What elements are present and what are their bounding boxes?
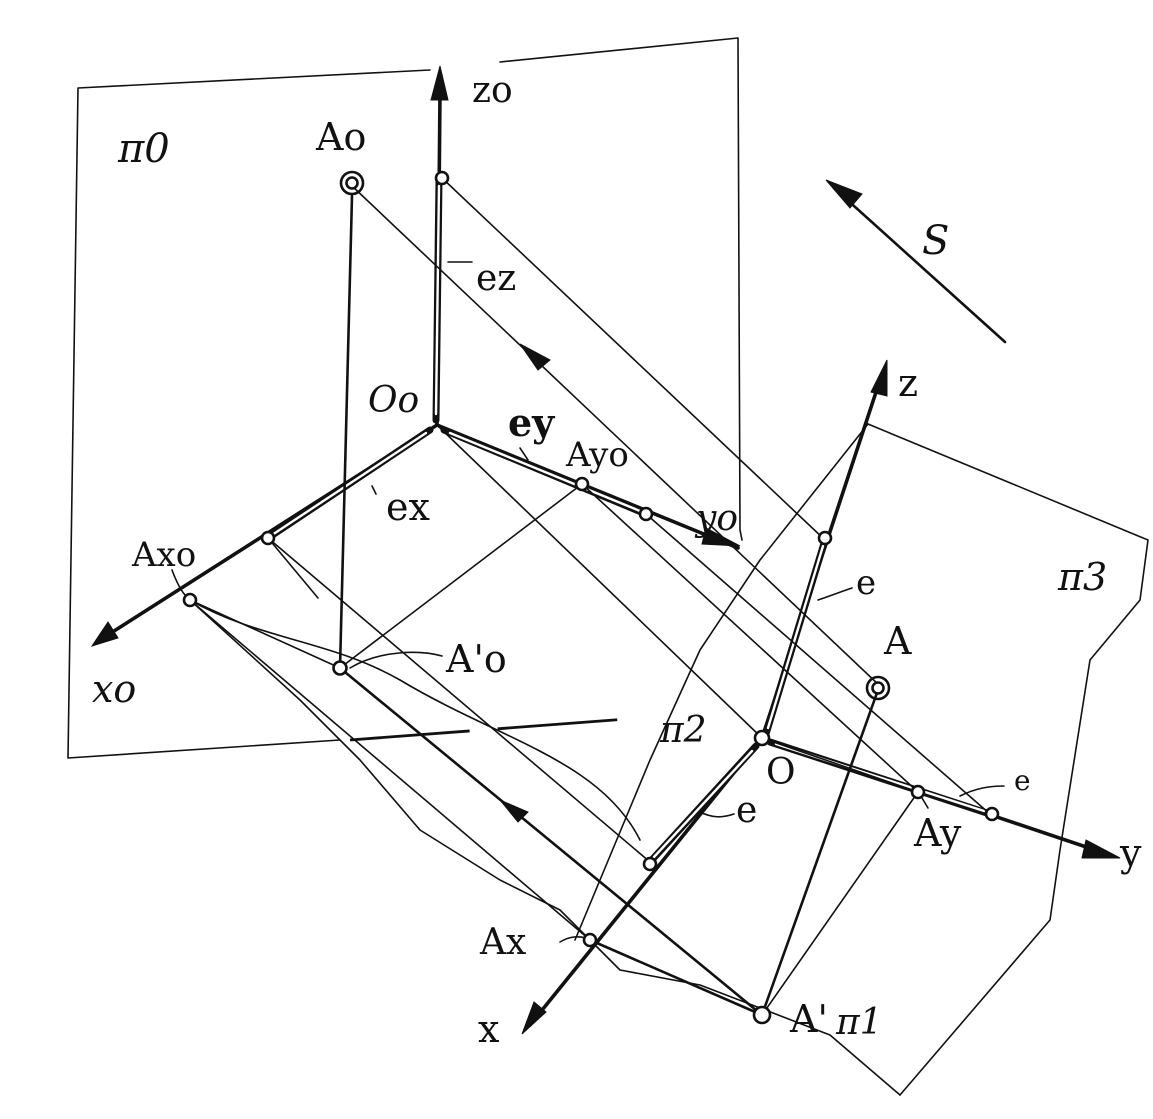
label-A: A [883, 619, 912, 663]
label-A'o: A'o [445, 637, 507, 681]
label-y: y [1119, 831, 1142, 875]
leader-e-origin [699, 811, 735, 818]
trace-line-dashed [349, 716, 641, 742]
leader-ey [519, 447, 529, 461]
point-A'o [332, 660, 348, 676]
ray-Axo-to-Ax [189, 599, 591, 941]
point-Ao-outer [339, 170, 365, 196]
ray-Ao-to-A [351, 185, 881, 687]
point-zo-unit [434, 170, 450, 186]
line-A-to-A' [760, 688, 880, 1017]
axis-xo-arrowhead [90, 621, 119, 647]
label-Ax: Ax [479, 922, 526, 963]
label-Ao: Ao [315, 115, 366, 159]
label-z: z [898, 361, 918, 405]
unit-segment-ey-inner [448, 431, 642, 513]
label-xo: xo [92, 667, 136, 711]
plane-pi0-border [67, 37, 743, 759]
ray-xo-to-x [267, 537, 651, 863]
point-Ay [910, 784, 926, 800]
plane-pi3-border [867, 423, 1149, 1096]
point-x-unit [642, 856, 658, 872]
ray-Ayo-to-Ay [581, 483, 919, 793]
leader-ex [371, 485, 377, 495]
pi2-trace-line [574, 423, 869, 941]
point-Ax [582, 932, 598, 948]
line-Ax-to-A' [588, 938, 764, 1017]
unit-segment-ex-primary-inner [652, 749, 754, 859]
plane-fold-curve [189, 599, 641, 841]
point-O [753, 729, 771, 747]
point-A-outer [865, 675, 891, 701]
label-Axo: Axo [131, 535, 196, 575]
label-ey: ey [508, 400, 555, 445]
leader-e-yaxis [959, 785, 1005, 797]
ray-zo-to-z [441, 177, 826, 541]
point-Ao [345, 176, 359, 190]
label-pi0: π0 [117, 126, 170, 172]
point-A' [752, 1005, 772, 1025]
label-A': A' [789, 997, 828, 1041]
label-Ayo: Ayo [565, 435, 629, 475]
line-O-to-Ay-guide [761, 737, 919, 793]
axis-x-arrowhead [521, 1001, 547, 1035]
label-ex: ex [386, 485, 430, 529]
point-y-unit [984, 806, 1000, 822]
leader-A'o [349, 651, 443, 669]
point-A [871, 681, 885, 695]
label-O: O [766, 752, 796, 793]
leader-Ax [559, 936, 587, 943]
label-pi1: π1 [835, 1002, 883, 1043]
leader-e-zaxis [817, 587, 853, 601]
point-xo-unit [260, 530, 276, 546]
ray-Oo-to-O [436, 424, 763, 739]
axis-zo-arrowhead [430, 65, 449, 101]
label-pi3: π3 [1057, 555, 1107, 599]
ray-arrow-mid [519, 343, 551, 371]
line-A'o-to-Axo [189, 599, 341, 669]
label-Oo: Oo [368, 380, 419, 421]
unit-segment-ex-inner [270, 431, 428, 537]
direction-S-arrowhead [825, 179, 863, 209]
leader-Ay [921, 797, 929, 809]
point-yo-unit [638, 506, 654, 522]
label-e-zaxis: e [856, 563, 876, 603]
label-x: x [478, 1007, 499, 1051]
unit-segment-ez-primary-inner [766, 544, 825, 730]
point-Ayo [574, 476, 590, 492]
plane-pi1-edge [599, 949, 901, 1096]
line-Axo-to-A'o-extension [267, 537, 319, 599]
axis-z-arrowhead [870, 359, 888, 397]
ray-arrow-lower [499, 799, 529, 823]
line-A'o-to-Ayo [339, 483, 583, 669]
direction-S-arrow-line [832, 186, 1007, 344]
line-Ay-to-A' [761, 791, 919, 1016]
label-pi2: π2 [659, 710, 707, 751]
plane-pi1-lower-edge [189, 599, 601, 951]
label-e-origin: e [736, 790, 757, 831]
label-zo: zo [472, 70, 513, 111]
label-e-yaxis: e [1014, 764, 1031, 797]
unit-segment-ez-inner [434, 184, 441, 416]
label-Ay: Ay [913, 811, 962, 855]
point-z-unit [817, 530, 833, 546]
label-yo: yo [694, 498, 738, 539]
line-Ao-to-A'o [338, 194, 354, 670]
ray-A'o-to-A' [338, 666, 764, 1017]
axis-y-arrowhead [1081, 839, 1121, 859]
point-Axo [182, 592, 198, 608]
label-S: S [922, 218, 949, 264]
ray-yo-to-e [645, 513, 991, 815]
label-ez: ez [476, 258, 516, 299]
